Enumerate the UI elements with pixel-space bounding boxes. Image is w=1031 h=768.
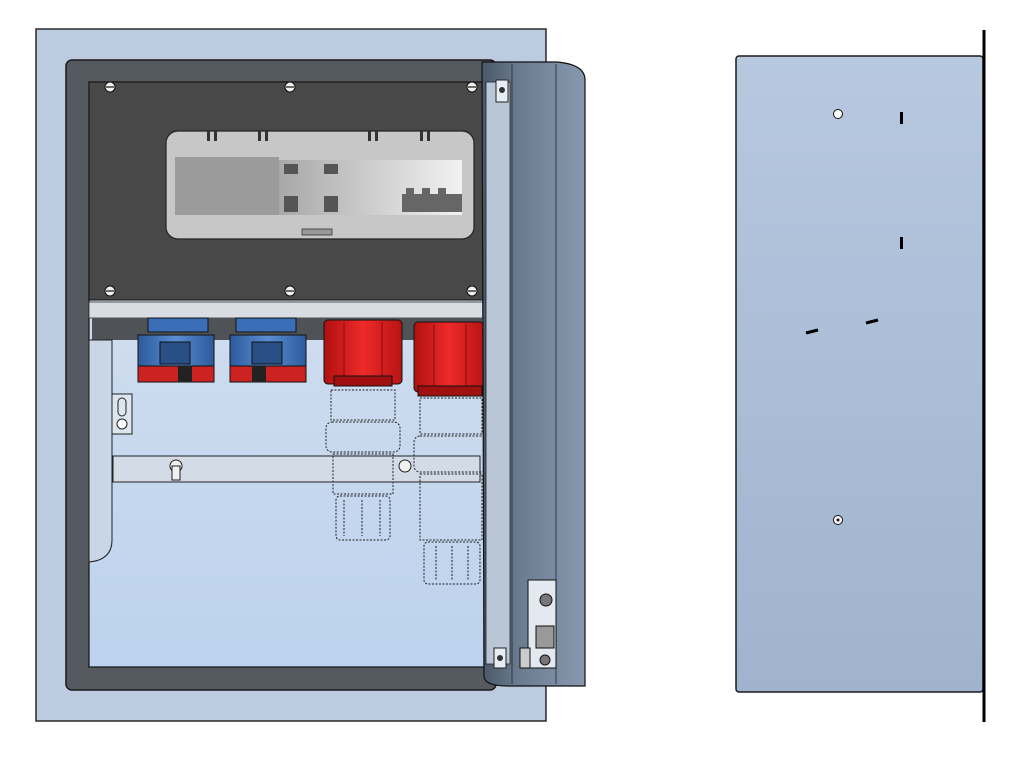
breaker-lever [324, 164, 338, 174]
red-socket-2 [413, 321, 485, 397]
front-view [35, 28, 586, 722]
side-panel [735, 55, 984, 693]
socket-rail [88, 301, 485, 319]
slot-marker [900, 112, 903, 124]
door-open [481, 61, 586, 687]
red-plug-ghost-1 [325, 389, 401, 541]
breaker-panel [165, 130, 475, 240]
breaker-panel-tab [301, 228, 333, 236]
hole [833, 109, 843, 119]
red-socket-1 [323, 319, 403, 387]
side-view [735, 30, 986, 722]
rcd-block [402, 194, 462, 212]
slot-marker [900, 237, 903, 249]
breaker-lever [324, 196, 338, 212]
din-rail [112, 455, 481, 483]
left-cable-duct [88, 339, 113, 563]
blue-socket-1 [137, 317, 215, 383]
blue-socket-2 [229, 317, 307, 383]
door-hinge-lock [519, 579, 557, 669]
panel-screws [104, 81, 478, 297]
breaker-lever [284, 164, 298, 174]
breaker-lever [284, 196, 298, 212]
